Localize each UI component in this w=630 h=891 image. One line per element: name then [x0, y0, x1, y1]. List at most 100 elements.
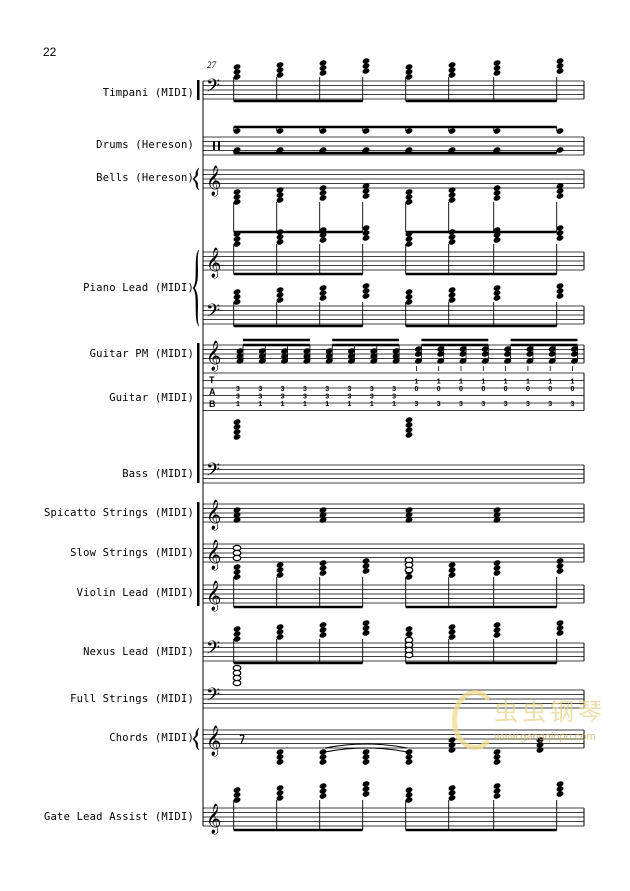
label-bells: Bells (Hereson)	[96, 172, 194, 184]
bells-low-note	[556, 193, 564, 199]
gate-lead-note	[493, 783, 501, 789]
piano-treble-note	[493, 237, 501, 243]
piano-bass-note	[405, 289, 413, 295]
tab-letter: A	[209, 387, 216, 397]
violin-treble-clef-icon: 𝄞	[206, 580, 221, 612]
guitar-pm-note	[303, 353, 311, 359]
gate-lead-note	[362, 791, 370, 797]
violin-note	[276, 572, 284, 578]
tab-fret-number: 1	[414, 378, 418, 385]
piano-treble-note	[276, 239, 284, 245]
piano-bass-note	[233, 289, 241, 295]
piano-treble-note	[405, 241, 413, 247]
guitar-pm-note	[548, 346, 556, 352]
violin-note	[233, 569, 241, 575]
gate-lead-note	[319, 793, 327, 799]
piano-bass-note	[276, 287, 284, 293]
piano-bass-note	[362, 288, 370, 294]
piano-treble-treble-clef-icon: 𝄞	[206, 247, 221, 279]
guitar-pm-note	[370, 348, 378, 354]
timpani-note	[276, 62, 284, 68]
gate-lead-note	[319, 788, 327, 794]
measure-number: 27	[207, 60, 217, 70]
piano-treble-note	[556, 230, 564, 236]
gate-lead-note	[405, 787, 413, 793]
label-full-strings: Full Strings (MIDI)	[70, 693, 194, 705]
violin-note	[556, 563, 564, 569]
bass-note	[233, 434, 241, 440]
tab-fret-number: 0	[459, 386, 463, 393]
percussion-clef-icon	[213, 141, 215, 150]
chords-note	[536, 742, 544, 748]
guitar-pm-note	[571, 358, 578, 364]
gate-lead-note	[276, 785, 284, 791]
timpani-note	[276, 67, 284, 73]
piano-bass-bass-clef-icon: 𝄢	[206, 301, 220, 326]
bells-low-note	[493, 190, 501, 196]
chords-note	[319, 759, 327, 765]
piano-treble-note	[233, 241, 241, 247]
bells-low-note	[448, 187, 456, 193]
guitar-pm-note	[548, 358, 556, 364]
nexus-note	[556, 630, 564, 636]
timpani-note	[319, 65, 327, 71]
guitar-pm-note	[258, 348, 266, 354]
gate-lead-note	[362, 781, 370, 787]
gate-lead-note	[233, 787, 241, 793]
tab-fret-number: 0	[437, 386, 441, 393]
piano-bass-note	[233, 299, 241, 305]
drum-note	[493, 147, 501, 153]
guitar-pm-note	[392, 348, 400, 354]
guitar-pm-note	[414, 346, 422, 352]
piano-treble-note	[319, 227, 327, 233]
tab-fret-number: 3	[437, 401, 441, 408]
piano-treble-note	[276, 229, 284, 235]
nexus-note	[448, 634, 456, 640]
guitar-pm-note	[459, 351, 467, 357]
tab-fret-number: 3	[370, 386, 374, 393]
nexus-note	[233, 631, 241, 637]
guitar-pm-note	[571, 346, 578, 352]
label-timpani: Timpani (MIDI)	[102, 87, 194, 99]
nexus-note	[276, 634, 284, 640]
drum-note	[556, 128, 564, 134]
guitar-pm-note	[437, 351, 445, 357]
bells-low-note	[362, 188, 370, 194]
spicatto-note	[233, 517, 241, 523]
nexus-note	[276, 629, 284, 635]
tab-fret-number: 3	[526, 401, 530, 408]
tab-fret-number: 1	[348, 401, 352, 408]
watermark-logo-icon	[452, 690, 498, 750]
gate-lead-note	[362, 786, 370, 792]
drum-note	[319, 147, 327, 153]
piano-treble-note	[362, 230, 370, 236]
chords-note	[536, 747, 544, 753]
spicatto-note	[405, 512, 413, 518]
guitar-pm-note	[504, 351, 512, 357]
drum-note	[233, 147, 241, 153]
gate-lead-note	[556, 781, 564, 787]
bass-note	[233, 429, 241, 435]
violin-note	[276, 567, 284, 573]
nexus-note	[556, 625, 564, 631]
timpani-note	[405, 69, 413, 75]
bells-low-note	[276, 197, 284, 203]
gate-lead-note	[556, 786, 564, 792]
tab-fret-number: 1	[571, 378, 575, 385]
violin-note	[319, 560, 327, 566]
bells-low-note	[362, 183, 370, 189]
guitar-pm-note	[526, 358, 534, 364]
piano-bass-note	[493, 285, 501, 291]
nexus-note	[405, 631, 413, 637]
piano-bass-note	[556, 283, 564, 289]
nexus-note	[233, 626, 241, 632]
nexus-bass-clef-icon: 𝄢	[206, 638, 220, 663]
tab-fret-number: 1	[258, 401, 262, 408]
guitar-pm-note	[459, 346, 467, 352]
gate-lead-note	[493, 793, 501, 799]
guitar-pm-note	[348, 353, 355, 359]
timpani-note	[556, 58, 564, 64]
bracket-guitars	[197, 343, 200, 483]
guitar-pm-note	[258, 358, 266, 364]
guitar-pm-note	[437, 346, 445, 352]
